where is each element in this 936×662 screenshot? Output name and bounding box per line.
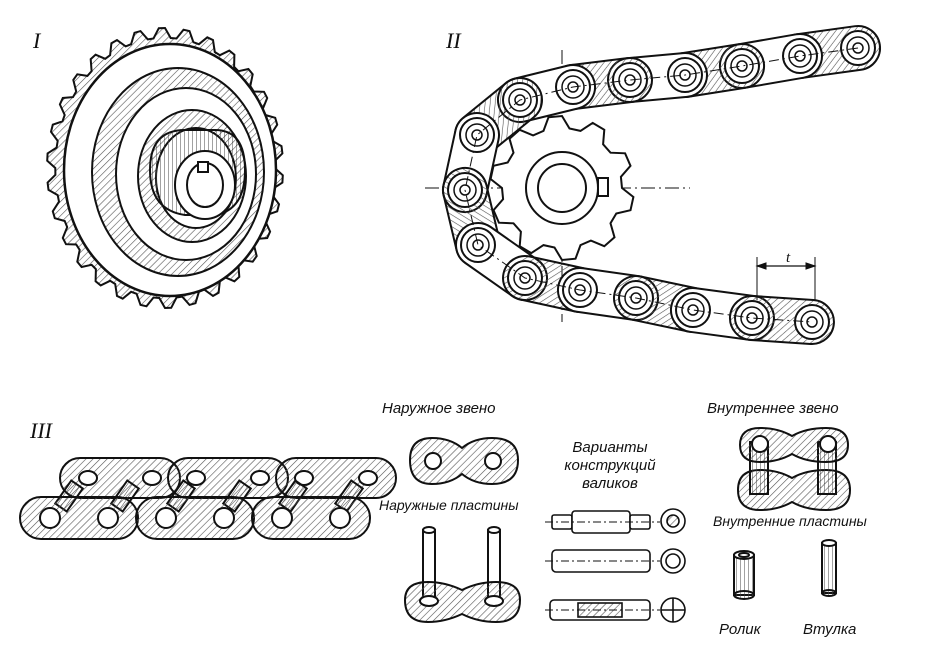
chain-links	[441, 24, 882, 345]
label-pin-variants-1: Варианты	[572, 439, 648, 456]
label-roller: Ролик	[719, 621, 761, 638]
roller-chain-segment	[19, 457, 397, 540]
chain-drive	[425, 24, 882, 345]
bushing-part	[821, 539, 837, 597]
label-pin-variants-3: валиков	[582, 475, 638, 492]
label-outer-link: Наружное звено	[382, 400, 496, 417]
outer-link	[408, 436, 520, 486]
section-label-sprocket: I	[33, 28, 41, 53]
label-outer-plates: Наружные пластины	[379, 497, 519, 513]
label-inner-plates: Внутренние пластины	[713, 513, 867, 529]
pin-variants	[545, 508, 686, 623]
pitch-label: t	[786, 250, 791, 266]
inner-link	[736, 426, 852, 512]
label-inner-link: Внутреннее звено	[707, 400, 839, 417]
section-label-chain-parts: III	[30, 418, 52, 443]
outer-plates	[403, 526, 522, 624]
label-bushing: Втулка	[803, 621, 857, 638]
roller-part	[733, 550, 755, 600]
section-label-chain-drive: II	[446, 28, 461, 53]
sprocket-wheel	[46, 26, 284, 310]
label-pin-variants-2: конструкций	[564, 457, 656, 474]
